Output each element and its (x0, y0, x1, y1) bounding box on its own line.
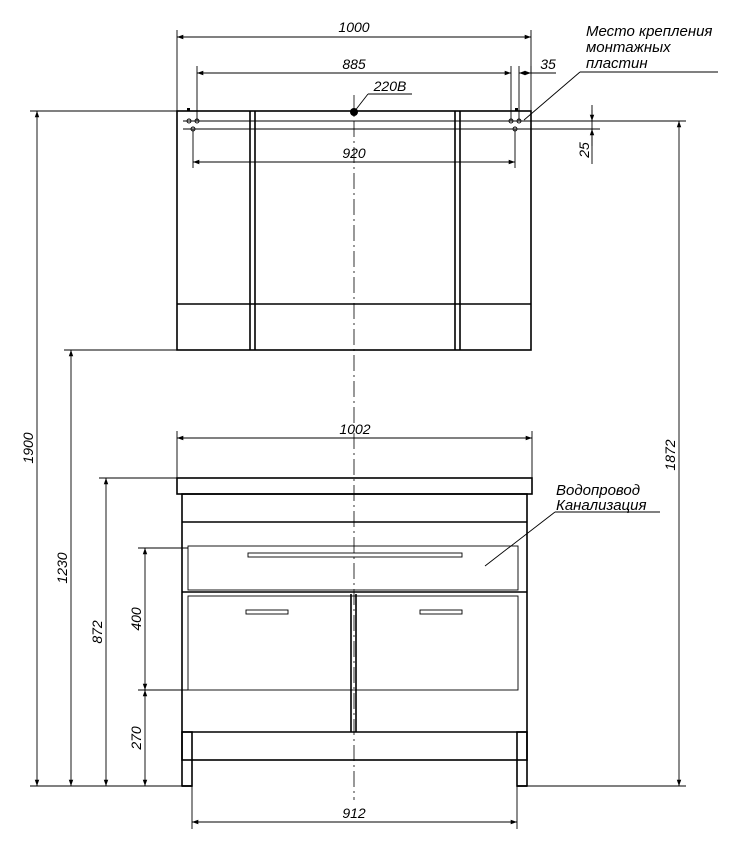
dim-cabinet-top-width: 1002 (339, 421, 370, 437)
dim-total-height: 1900 (20, 432, 36, 463)
note-utilities-line1: Водопровод (556, 482, 640, 499)
dim-cabinet-height: 872 (89, 620, 105, 644)
mirror-cabinet (176, 108, 600, 351)
utility-zone-lower (187, 595, 519, 691)
leg-left (181, 731, 193, 787)
note-mount-plates-line1: Место крепления (586, 23, 712, 40)
leg-right (516, 731, 528, 787)
dim-mirror-width: 1000 (338, 19, 369, 35)
dim-utility-zone-height: 400 (128, 607, 144, 631)
countertop (176, 477, 533, 495)
drawer-handle (247, 552, 463, 558)
dim-mount-vertical: 25 (576, 142, 592, 159)
vanity-cabinet (176, 477, 533, 787)
dim-mirror-bottom-height: 1230 (54, 552, 70, 583)
note-utilities-line2: Канализация (556, 497, 647, 514)
dim-utility-zone-offset: 270 (128, 726, 144, 751)
cabinet-body (181, 493, 528, 761)
dim-cabinet-base-width: 912 (342, 805, 366, 821)
dim-mirror-top-height: 1872 (662, 439, 678, 470)
utility-zone-upper (187, 545, 519, 591)
socket-voltage-label: 220В (373, 78, 407, 94)
note-mount-plates-line2: монтажных (586, 39, 671, 56)
dim-mount-span: 885 (342, 56, 366, 72)
dim-mount-offset: 35 (540, 56, 556, 72)
door-handle-left (245, 609, 289, 615)
door-handle-right (419, 609, 463, 615)
dim-mount-inner: 920 (342, 145, 366, 161)
note-mount-plates-line3: пластин (586, 55, 648, 72)
